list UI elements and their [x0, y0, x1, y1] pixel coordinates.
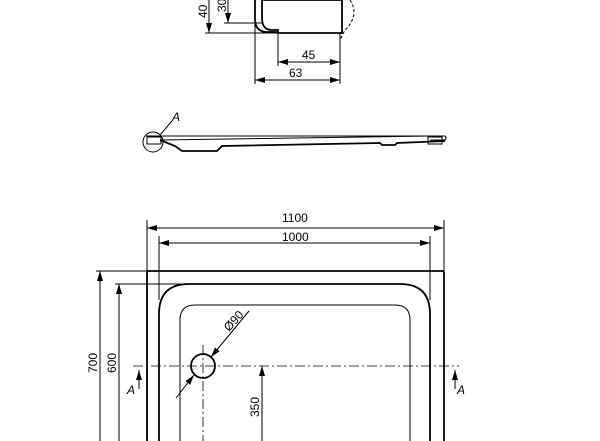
dim-350: 350 [248, 397, 262, 417]
section-marker-right: A [456, 383, 465, 397]
dim-1000: 1000 [282, 230, 309, 244]
dim-drain-diameter: Ø90 [221, 308, 247, 334]
profile-edge [254, 0, 278, 33]
detail-view: 40 30 45 63 [196, 0, 355, 84]
section-marker-left: A [126, 383, 135, 397]
basin-edge [158, 283, 431, 441]
dim-1100: 1100 [282, 211, 308, 225]
tray-outline [146, 270, 445, 441]
basin-floor [179, 304, 411, 441]
dim-40: 40 [196, 4, 210, 18]
profile-hatched [261, 0, 343, 34]
dim-63: 63 [289, 66, 303, 80]
dim-30: 30 [215, 0, 229, 12]
detail-marker-circle [142, 131, 164, 153]
dim-45: 45 [302, 48, 316, 62]
section-label-a: A [171, 110, 180, 124]
break-line [339, 0, 355, 41]
section-view: A [142, 110, 447, 153]
dim-600: 600 [105, 353, 119, 373]
dim-700: 700 [86, 353, 100, 373]
drain-hole [190, 353, 216, 379]
plan-view: 1100 1000 700 600 Ø90 350 A A [86, 211, 465, 441]
